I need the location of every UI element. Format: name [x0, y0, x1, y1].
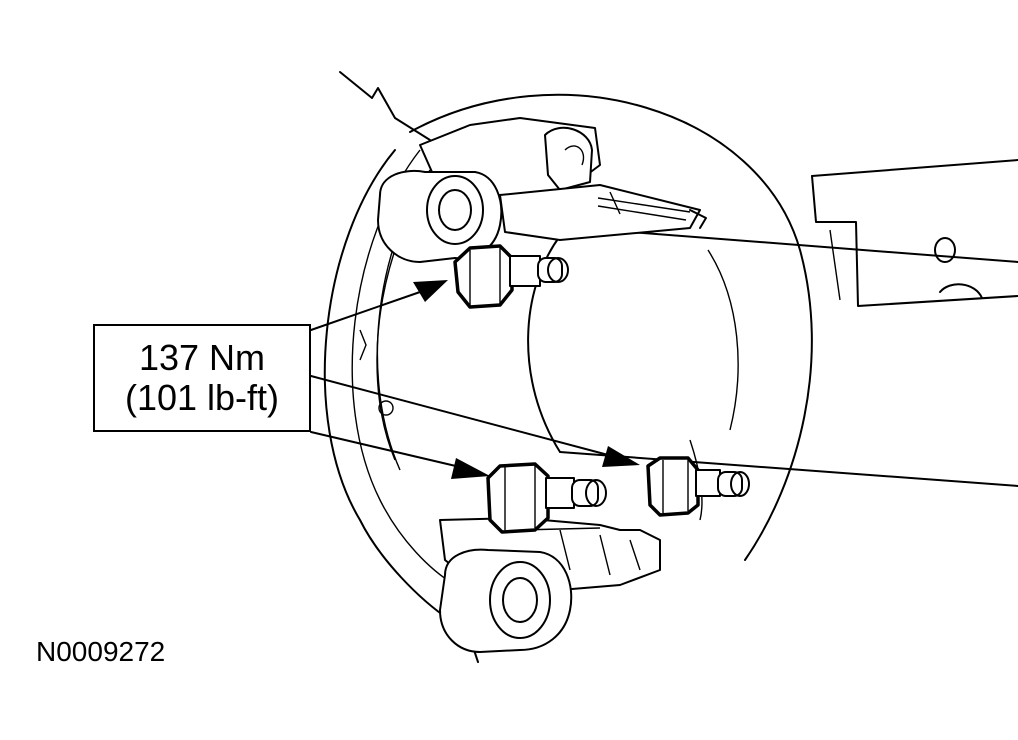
torque-nm-label: 137 Nm: [138, 337, 266, 378]
upper-nut-bolt: [453, 244, 569, 309]
body-contour: [339, 71, 431, 141]
leader-line-lower-left: [310, 431, 461, 468]
arrowhead-upper: [413, 280, 448, 302]
torque-lbft-label: (101 lb-ft): [124, 377, 280, 418]
arrowhead-lower-right: [602, 446, 640, 467]
upper-bushing: [377, 169, 503, 263]
leader-line-lower-right: [310, 375, 613, 457]
lower-bushing: [439, 548, 573, 653]
lower-left-nut-bolt: [486, 462, 607, 534]
upper-bracket: [419, 117, 707, 241]
arrowhead-lower-left: [451, 458, 490, 479]
lower-right-nut-bolt: [646, 456, 750, 517]
figure-id-label: N0009272: [36, 636, 166, 667]
torque-callout: 137 Nm (101 lb-ft): [93, 324, 311, 432]
leader-line-upper: [310, 291, 421, 331]
leader-arrows: [310, 280, 640, 479]
